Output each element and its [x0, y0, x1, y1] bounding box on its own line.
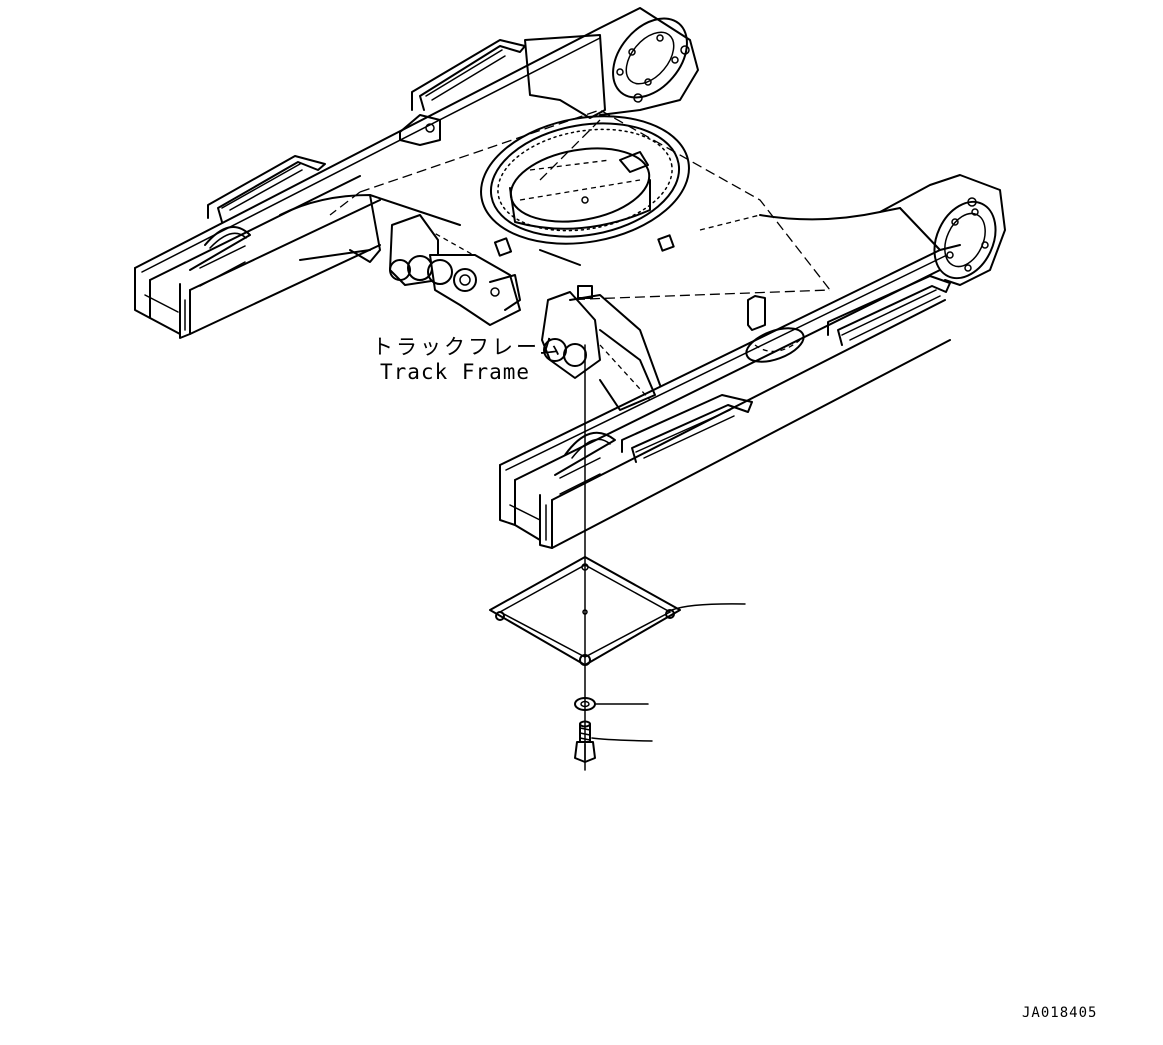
- track-frame: [134, 7, 1006, 549]
- drawing-code: JA018405: [1022, 1005, 1097, 1021]
- track-frame-label-jp: トラックフレーム: [372, 335, 563, 359]
- left-side-frame: [134, 7, 699, 339]
- bolt: [574, 720, 596, 763]
- right-side-frame: [499, 174, 1006, 549]
- leader-line-cover: [671, 603, 746, 611]
- leader-lines: [591, 603, 746, 742]
- under-cover-plate: [489, 556, 681, 666]
- track-frame-label-en: Track Frame: [380, 360, 530, 384]
- leader-line-bolt: [591, 737, 653, 742]
- washer: [574, 697, 596, 711]
